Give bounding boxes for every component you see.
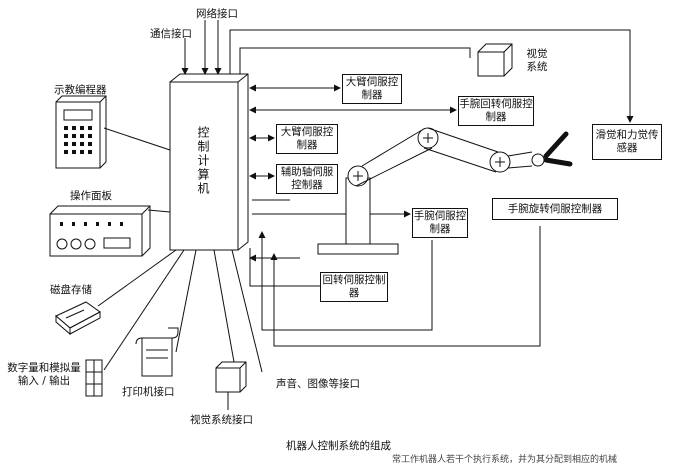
digital-analog-io-label: 数字量和模拟量输入 / 输出 xyxy=(7,362,81,387)
communication-interface-label: 通信接口 xyxy=(150,28,192,40)
wrist-rotation-servo-controller: 手腕旋转伺服控制器 xyxy=(492,198,618,220)
gripper xyxy=(543,131,573,167)
peripheral-links xyxy=(97,127,263,373)
base-rotation-servo-controller: 回转伺服控制器 xyxy=(320,272,388,302)
disk-storage-device xyxy=(55,301,101,336)
vision-system-label: 视觉系统 xyxy=(526,48,548,73)
printer-device xyxy=(135,327,179,377)
tactile-force-sensor: 滑觉和力觉传感器 xyxy=(592,124,662,160)
printer-interface-label: 打印机接口 xyxy=(122,386,175,398)
operator-panel-label: 操作面板 xyxy=(70,190,112,202)
upper-arm-servo-controller-1: 大臂伺服控制器 xyxy=(342,74,402,104)
upper-arm-servo-controller-2: 大臂伺服控制器 xyxy=(276,124,338,154)
footer-text-fragment: 常工作机器人若干个执行系统，并为其分配到相应的机械 xyxy=(392,455,618,465)
vision-interface-label: 视觉系统接口 xyxy=(190,414,253,426)
top-interface-arrows xyxy=(181,20,634,123)
arm-joint-marks xyxy=(353,133,505,181)
wrist-rotary-servo-controller: 手腕回转伺服控制器 xyxy=(458,96,534,126)
diagram-title: 机器人控制系统的组成 xyxy=(286,440,391,452)
wrist-servo-controller: 手腕伺服控制器 xyxy=(412,208,468,238)
vision-camera-device xyxy=(215,361,247,410)
vision-system-cube xyxy=(477,43,513,77)
teach-pendant-device xyxy=(55,95,107,169)
auxiliary-axis-servo-controller: 辅助轴伺服控制器 xyxy=(276,164,338,194)
io-device xyxy=(85,359,103,397)
teach-pendant-label: 示教编程器 xyxy=(54,84,107,96)
control-computer-label: 控制计算机 xyxy=(196,126,210,196)
sound-image-interface-label: 声音、图像等接口 xyxy=(276,378,360,390)
network-interface-label: 网络接口 xyxy=(196,8,238,20)
control-computer-box xyxy=(169,73,249,251)
disk-storage-label: 磁盘存储 xyxy=(50,284,92,296)
operator-panel-device xyxy=(49,205,151,257)
